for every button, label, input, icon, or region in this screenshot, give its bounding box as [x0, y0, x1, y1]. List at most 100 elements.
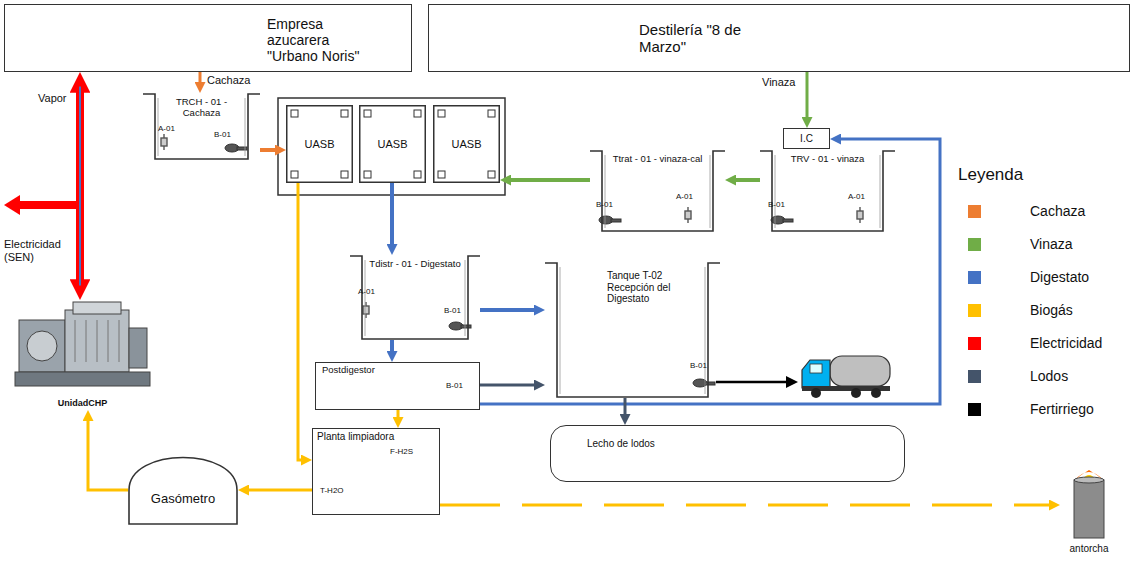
legend-text: Vinaza	[1030, 236, 1073, 252]
connector-line	[390, 340, 394, 354]
engine-outline	[15, 300, 150, 410]
legend-text: Lodos	[1030, 368, 1068, 384]
company-box: Empresa azucarera "Urbano Noris"	[4, 4, 412, 72]
flow-connector	[733, 180, 760, 181]
part-label: B-01	[444, 306, 461, 315]
connector-line	[397, 410, 400, 420]
connector-line	[246, 489, 312, 492]
electricity-arrow	[4, 195, 78, 215]
tank: Ttrat - 01 - vinaza-cal	[590, 150, 725, 232]
connector-line	[260, 148, 278, 152]
part-label: A-01	[158, 124, 175, 133]
connector-line	[76, 87, 84, 286]
flow-connector	[88, 418, 128, 490]
node-label: UnidadCHP	[17, 398, 148, 408]
legend-text: Fertirriego	[1030, 401, 1094, 417]
node-label: Tanque T-02 Recepción del Digestato	[607, 270, 685, 305]
node-label: TRV - 01 - vinaza	[776, 154, 879, 165]
tank: Tanque T-02 Recepción del Digestato	[545, 262, 720, 398]
flow-connector	[298, 183, 304, 460]
legend-swatch	[968, 370, 981, 383]
legend-text: Digestato	[1030, 269, 1089, 285]
legend-text: Biogás	[1030, 302, 1073, 318]
part-label: B-01	[690, 361, 707, 370]
tank: TRV - 01 - vinaza	[760, 150, 895, 232]
node-label: UASB	[363, 138, 422, 151]
connector-line	[624, 398, 627, 417]
connector-line	[480, 308, 537, 312]
gasholder: Gasómetro	[128, 455, 238, 525]
fertirriego-arrow	[716, 376, 798, 388]
part-label: A-01	[676, 192, 693, 201]
node-label: Empresa azucarera "Urbano Noris"	[267, 16, 367, 64]
connector-line	[440, 504, 1052, 507]
reactor-box: UASB	[286, 105, 353, 183]
uasb-container	[278, 98, 505, 195]
node-label: antorcha	[1062, 543, 1116, 555]
node-label: Planta limpiadora	[317, 431, 435, 443]
legend-swatch	[968, 403, 981, 416]
flow-connector	[246, 490, 312, 491]
legend-title: Leyenda	[958, 165, 1023, 185]
connector-line	[806, 72, 809, 120]
tank: Tdistr - 01 - Digestato	[350, 255, 480, 340]
dome-outline	[128, 455, 238, 525]
node-label: Tdistr - 01 - Digestato	[366, 259, 464, 270]
part-label: Electricidad (SEN)	[4, 238, 76, 263]
node-label: TRCH - 01 - Cachaza	[159, 97, 244, 119]
node-label: Postdigestor	[322, 365, 473, 376]
flow-connector	[480, 310, 537, 311]
flow-connector	[80, 87, 81, 286]
flow-label: Vinaza	[762, 76, 795, 89]
connector-line	[480, 384, 537, 387]
flow-connector	[625, 398, 626, 417]
legend-text: Cachaza	[1030, 203, 1085, 219]
part-label: A-01	[358, 287, 375, 296]
connector-line	[88, 418, 128, 490]
node-label: Ttrat - 01 - vinaza-cal	[606, 154, 709, 165]
node-label: Destilería "8 de Marzo"	[639, 21, 779, 56]
part-label: B-01	[446, 381, 463, 390]
part-label: T-H2O	[320, 486, 344, 495]
reactor-box: UASB	[359, 105, 426, 183]
node-label: Lecho de lodos	[587, 438, 900, 450]
reactor-box: UASB	[433, 105, 500, 183]
legend-swatch	[968, 205, 981, 218]
legend-swatch	[968, 337, 981, 350]
part-label: A-01	[848, 192, 865, 201]
flow-connector	[260, 150, 278, 151]
cleaning-plant-box: Planta limpiadora	[312, 428, 440, 515]
connector-line	[298, 183, 304, 460]
flow-connector	[480, 385, 537, 386]
flow-connector	[440, 505, 1052, 506]
heat-exchanger-box: I.C	[783, 128, 830, 149]
sludge-bed: Lecho de lodos	[550, 425, 905, 482]
node-label: UASB	[437, 138, 496, 151]
legend-swatch	[968, 238, 981, 251]
connector-line	[480, 139, 940, 404]
connector-line	[390, 183, 394, 247]
connector-line	[199, 72, 202, 85]
flow-connector	[480, 139, 940, 404]
chp-unit: UnidadCHP	[15, 300, 150, 410]
part-label: B-01	[768, 200, 785, 209]
node-label: I.C	[786, 133, 827, 145]
legend-swatch	[968, 271, 981, 284]
flow-connector	[392, 183, 393, 247]
part-label: Vapor	[38, 92, 67, 105]
truck-icon	[802, 356, 890, 398]
flow-connector	[508, 180, 590, 181]
connector-core	[79, 87, 81, 286]
company-box: Destilería "8 de Marzo"	[428, 4, 1130, 72]
flow-connector	[200, 72, 201, 85]
flow-connector	[398, 410, 399, 420]
connector-line	[508, 178, 590, 182]
node-label: UASB	[290, 138, 349, 151]
part-label: F-H2S	[390, 447, 413, 456]
agitator-icons	[161, 134, 863, 318]
flow-connector	[807, 72, 808, 120]
part-label: B-01	[214, 130, 231, 139]
node-label: Gasómetro	[132, 492, 234, 507]
connector-line	[733, 178, 760, 182]
flow-connector	[392, 340, 393, 354]
